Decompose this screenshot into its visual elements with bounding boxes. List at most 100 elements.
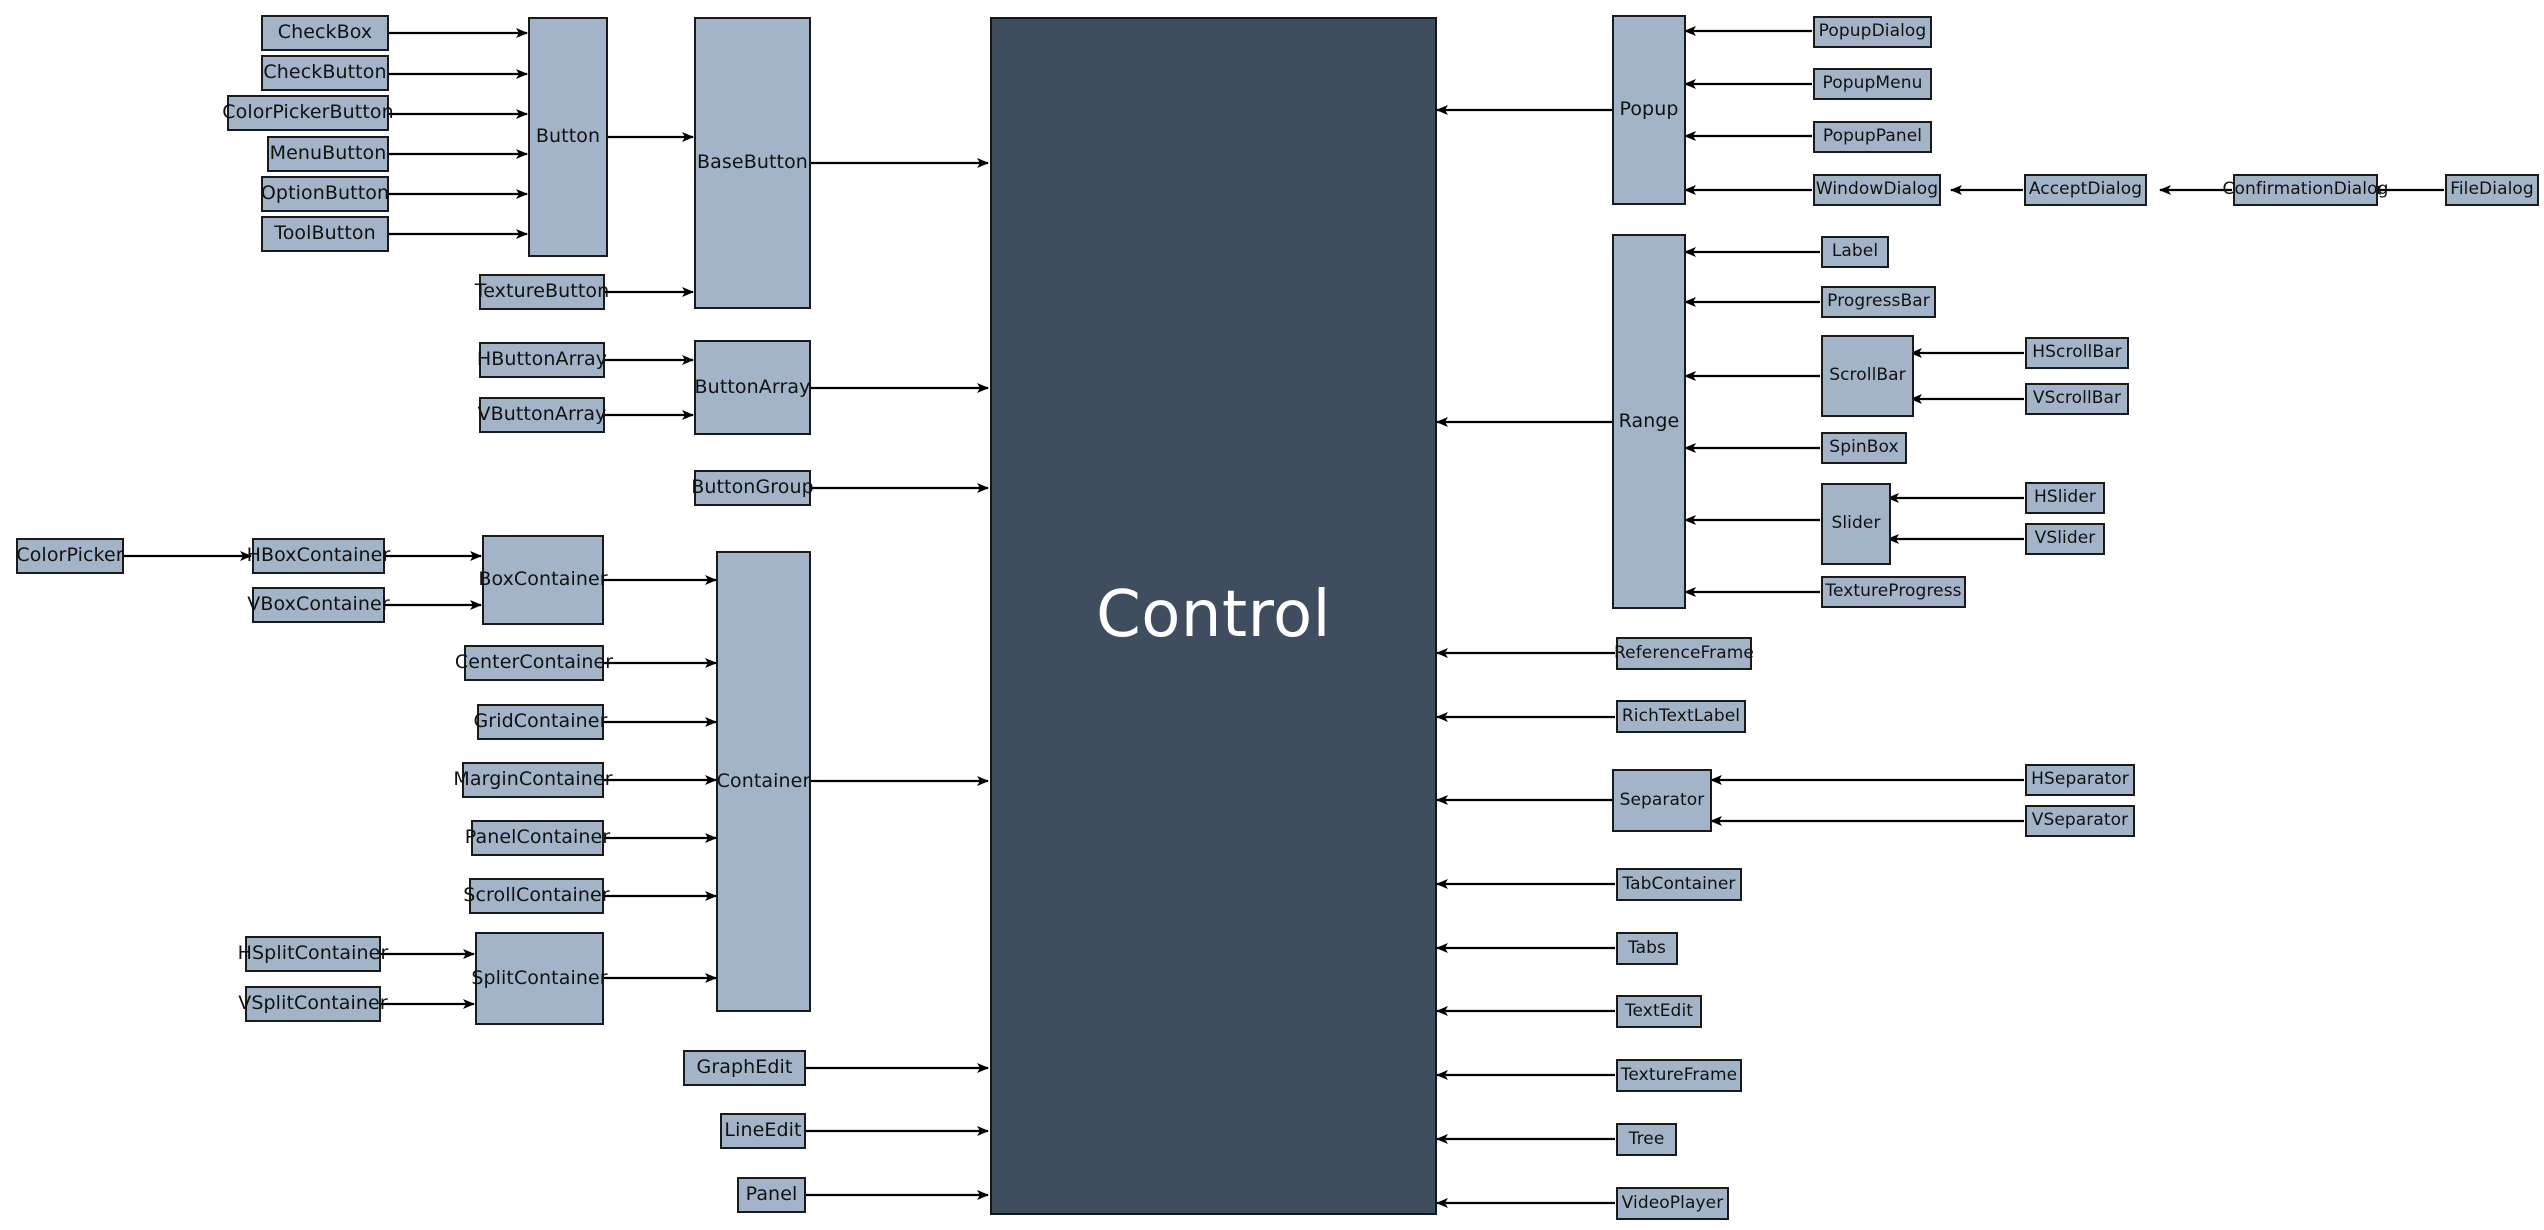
node-textedit[interactable]: TextEdit [1616,995,1702,1028]
node-popupmenu-label: PopupMenu [1822,73,1923,94]
node-filedialog[interactable]: FileDialog [2445,174,2539,206]
node-acceptdialog[interactable]: AcceptDialog [2024,174,2147,206]
node-boxcontainer[interactable]: BoxContainer [478,535,608,625]
node-popupmenu[interactable]: PopupMenu [1813,68,1932,100]
node-popuppanel[interactable]: PopupPanel [1813,121,1932,153]
node-richtextlabel[interactable]: RichTextLabel [1616,700,1746,733]
node-spinbox[interactable]: SpinBox [1821,432,1907,464]
node-popup-label: Popup [1619,98,1679,121]
node-hbuttonarray[interactable]: HButtonArray [476,342,608,378]
node-slider[interactable]: Slider [1821,483,1891,565]
node-acceptdialog-label: AcceptDialog [2028,179,2143,200]
node-colorpicker-label: ColorPicker [16,544,124,567]
node-gridcontainer-label: GridContainer [473,710,608,733]
node-splitcontainer[interactable]: SplitContainer [471,932,608,1025]
node-tabs[interactable]: Tabs [1616,932,1678,965]
node-basebutton-label: BaseButton [697,151,808,174]
node-toolbutton[interactable]: ToolButton [261,216,389,252]
node-checkbox[interactable]: CheckBox [261,15,389,51]
node-colorpickerbutton[interactable]: ColorPickerButton [222,95,394,131]
node-basebutton[interactable]: BaseButton [694,17,811,309]
node-scrollbar-label: ScrollBar [1829,365,1906,386]
node-vslider-label: VSlider [2034,528,2096,549]
node-tabs-label: Tabs [1627,937,1667,958]
node-progressbar-label: ProgressBar [1827,291,1930,312]
node-panelcontainer[interactable]: PanelContainer [465,820,610,856]
node-container[interactable]: Container [716,551,811,1012]
node-progressbar[interactable]: ProgressBar [1821,286,1936,318]
node-toolbutton-label: ToolButton [274,222,376,245]
node-hscrollbar-label: HScrollBar [2032,342,2122,363]
node-panelcontainer-label: PanelContainer [464,826,611,849]
node-margincontainer[interactable]: MarginContainer [453,762,613,798]
node-referenceframe[interactable]: ReferenceFrame [1614,637,1754,670]
node-container-label: Container [716,769,811,792]
node-graphedit-label: GraphEdit [696,1056,793,1079]
node-hslider[interactable]: HSlider [2025,482,2105,514]
node-hboxcontainer[interactable]: HBoxContainer [247,538,390,574]
node-colorpicker[interactable]: ColorPicker [16,538,124,574]
node-menubutton[interactable]: MenuButton [267,136,389,172]
node-gridcontainer[interactable]: GridContainer [473,704,607,740]
node-textureprogress[interactable]: TextureProgress [1821,576,1966,608]
node-tree[interactable]: Tree [1616,1123,1677,1156]
node-range[interactable]: Range [1612,234,1686,609]
node-buttongroup[interactable]: ButtonGroup [691,470,814,506]
node-checkbox-label: CheckBox [277,21,373,44]
node-button-label: Button [535,125,601,148]
node-confirmationdialog[interactable]: ConfirmationDialog [2223,174,2388,206]
node-hseparator[interactable]: HSeparator [2025,764,2135,796]
node-popupdialog[interactable]: PopupDialog [1813,16,1932,48]
node-checkbutton[interactable]: CheckButton [261,55,389,91]
node-centercontainer[interactable]: CenterContainer [455,645,613,681]
node-vseparator-label: VSeparator [2031,810,2129,831]
node-hboxcontainer-label: HBoxContainer [246,544,391,567]
node-graphedit[interactable]: GraphEdit [683,1050,806,1086]
node-control[interactable]: Control [990,17,1437,1215]
node-hscrollbar[interactable]: HScrollBar [2025,337,2129,369]
node-referenceframe-label: ReferenceFrame [1614,642,1754,663]
node-separator-label: Separator [1619,789,1705,810]
node-hbuttonarray-label: HButtonArray [476,348,608,371]
node-windowdialog[interactable]: WindowDialog [1813,174,1941,206]
node-scrollcontainer-label: ScrollContainer [463,884,610,907]
node-scrollcontainer[interactable]: ScrollContainer [463,878,610,914]
node-panel[interactable]: Panel [737,1177,806,1213]
node-popup[interactable]: Popup [1612,15,1686,205]
node-margincontainer-label: MarginContainer [453,768,613,791]
node-vboxcontainer-label: VBoxContainer [247,593,390,616]
node-centercontainer-label: CenterContainer [454,651,614,674]
node-vseparator[interactable]: VSeparator [2025,805,2135,837]
node-separator[interactable]: Separator [1612,769,1712,832]
node-buttonarray-label: ButtonArray [694,375,811,398]
node-tabcontainer[interactable]: TabContainer [1616,868,1742,901]
node-vsplitcontainer[interactable]: VSplitContainer [238,986,388,1022]
node-lineedit[interactable]: LineEdit [720,1113,806,1149]
node-vscrollbar-label: VScrollBar [2032,388,2122,409]
node-scrollbar[interactable]: ScrollBar [1821,335,1914,417]
node-spinbox-label: SpinBox [1829,437,1899,458]
node-optionbutton[interactable]: OptionButton [261,176,389,212]
node-vboxcontainer[interactable]: VBoxContainer [247,587,390,623]
node-range-label: Range [1618,409,1680,432]
node-vbuttonarray[interactable]: VButtonArray [477,397,607,433]
node-filedialog-label: FileDialog [2450,179,2534,200]
node-tabcontainer-label: TabContainer [1622,873,1736,894]
node-vscrollbar[interactable]: VScrollBar [2025,383,2129,415]
node-popupdialog-label: PopupDialog [1818,21,1927,42]
node-label[interactable]: Label [1821,236,1889,268]
node-button[interactable]: Button [528,17,608,257]
node-videoplayer-label: VideoPlayer [1621,1192,1724,1213]
node-videoplayer[interactable]: VideoPlayer [1616,1187,1729,1220]
node-textureframe[interactable]: TextureFrame [1616,1059,1742,1092]
node-buttonarray[interactable]: ButtonArray [694,340,811,435]
node-splitcontainer-label: SplitContainer [471,966,608,989]
node-windowdialog-label: WindowDialog [1815,179,1939,200]
node-vslider[interactable]: VSlider [2025,523,2105,555]
node-label-label: Label [1831,241,1879,262]
node-hslider-label: HSlider [2034,487,2096,508]
node-popuppanel-label: PopupPanel [1822,126,1923,147]
node-hsplitcontainer[interactable]: HSplitContainer [238,936,388,972]
node-vbuttonarray-label: VButtonArray [477,403,607,426]
node-texturebutton[interactable]: TextureButton [475,274,609,310]
